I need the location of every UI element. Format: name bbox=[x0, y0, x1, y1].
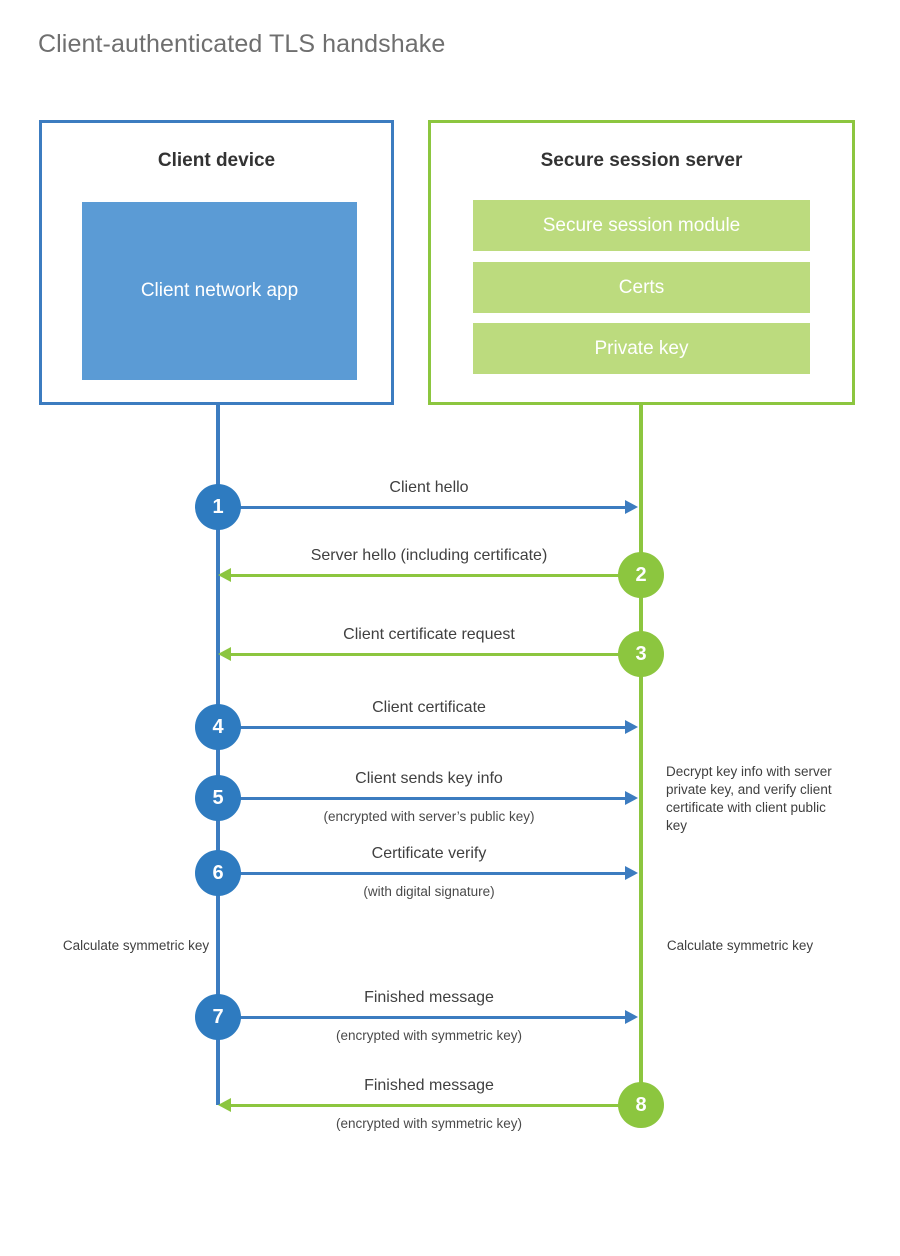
step-circle-3[interactable]: 3 bbox=[618, 631, 664, 677]
client-device-title: Client device bbox=[157, 150, 276, 171]
page-title: Client-authenticated TLS handshake bbox=[38, 30, 446, 58]
server-decrypt-note: Decrypt key info with server private key… bbox=[666, 764, 832, 833]
message-label-7: Finished message bbox=[364, 989, 494, 1006]
message-arrow-line-2 bbox=[231, 574, 641, 577]
message-arrow-head-2 bbox=[218, 568, 231, 582]
message-label-1: Client hello bbox=[389, 479, 469, 496]
step-circle-1[interactable]: 1 bbox=[195, 484, 241, 530]
step-circle-5[interactable]: 5 bbox=[195, 775, 241, 821]
step-circle-6[interactable]: 6 bbox=[195, 850, 241, 896]
step-circle-8[interactable]: 8 bbox=[618, 1082, 664, 1128]
message-arrow-head-7 bbox=[625, 1010, 638, 1024]
step-circle-7[interactable]: 7 bbox=[195, 994, 241, 1040]
message-label-5: Client sends key info bbox=[355, 770, 503, 787]
message-arrow-line-3 bbox=[231, 653, 641, 656]
client-calculate-symmetric-key-note: Calculate symmetric key bbox=[62, 938, 210, 953]
message-sublabel-5: (encrypted with server’s public key) bbox=[323, 809, 535, 824]
step-circle-2[interactable]: 2 bbox=[618, 552, 664, 598]
secure-session-server-box: Secure session server Secure session mod… bbox=[428, 120, 855, 405]
message-arrow-line-8 bbox=[231, 1104, 641, 1107]
certs-block: Certs bbox=[473, 262, 810, 313]
message-sublabel-8: (encrypted with symmetric key) bbox=[335, 1116, 523, 1131]
message-label-2: Server hello (including certificate) bbox=[310, 547, 548, 564]
message-label-6: Certificate verify bbox=[371, 845, 487, 862]
client-lifeline bbox=[216, 405, 220, 1105]
message-arrow-line-6 bbox=[218, 872, 625, 875]
message-label-8: Finished message bbox=[364, 1077, 494, 1094]
message-arrow-head-5 bbox=[625, 791, 638, 805]
message-arrow-line-7 bbox=[218, 1016, 625, 1019]
message-arrow-line-1 bbox=[218, 506, 625, 509]
message-arrow-head-4 bbox=[625, 720, 638, 734]
private-key-block: Private key bbox=[473, 323, 810, 374]
secure-session-module-block: Secure session module bbox=[473, 200, 810, 251]
message-arrow-line-4 bbox=[218, 726, 625, 729]
message-sublabel-6: (with digital signature) bbox=[363, 884, 495, 899]
server-calculate-symmetric-key-note: Calculate symmetric key bbox=[666, 938, 814, 953]
message-label-3: Client certificate request bbox=[343, 626, 515, 643]
server-lifeline bbox=[639, 405, 643, 1105]
message-arrow-head-3 bbox=[218, 647, 231, 661]
client-device-box: Client device Client network app bbox=[39, 120, 394, 405]
client-network-app-block: Client network app bbox=[82, 202, 357, 380]
message-arrow-line-5 bbox=[218, 797, 625, 800]
message-arrow-head-1 bbox=[625, 500, 638, 514]
message-arrow-head-8 bbox=[218, 1098, 231, 1112]
step-circle-4[interactable]: 4 bbox=[195, 704, 241, 750]
secure-session-server-title: Secure session server bbox=[540, 150, 743, 171]
message-sublabel-7: (encrypted with symmetric key) bbox=[335, 1028, 523, 1043]
message-arrow-head-6 bbox=[625, 866, 638, 880]
message-label-4: Client certificate bbox=[372, 699, 486, 716]
